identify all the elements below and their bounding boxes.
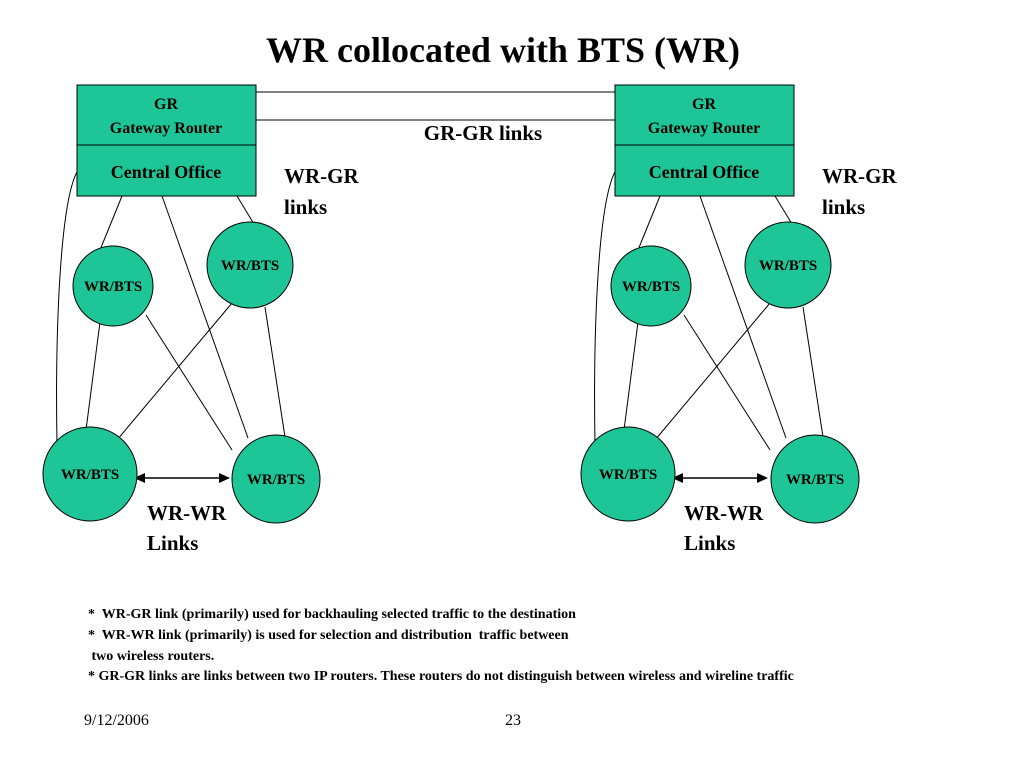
arrow-head-left <box>134 473 145 483</box>
gateway-gr-label: GR <box>154 96 178 113</box>
wr-gr-link <box>594 169 617 446</box>
wr-wr-links-label-line1: WR-WR <box>684 501 764 525</box>
slide-title: WR collocated with BTS (WR) <box>266 30 740 70</box>
wr-bts-label: WR/BTS <box>622 279 680 295</box>
wr-gr-link <box>99 195 123 251</box>
wr-gr-link <box>774 195 793 225</box>
wr-wr-links-label-line2: Links <box>684 531 735 555</box>
note-line: two wireless routers. <box>88 649 214 664</box>
wr-bts-node <box>580 426 676 522</box>
footer-page-number: 23 <box>505 712 521 729</box>
footer-date: 9/12/2006 <box>84 712 149 729</box>
wr-bts-node <box>72 245 154 327</box>
wr-gr-links-label-line2: links <box>822 195 865 219</box>
wr-bts-label: WR/BTS <box>61 467 119 483</box>
wr-gr-link <box>699 195 787 439</box>
wr-bts-node <box>206 221 294 309</box>
gateway-router-box <box>614 84 795 197</box>
wr-bts-label: WR/BTS <box>786 472 844 488</box>
notes: * WR-GR link (primarily) used for backha… <box>88 607 794 684</box>
gateway-router-label: Gateway Router <box>110 120 222 137</box>
wr-bts-label: WR/BTS <box>221 258 279 274</box>
left-cluster: GR Gateway Router Central Office WR/BTS … <box>42 84 359 555</box>
wr-wr-link <box>802 306 824 438</box>
wr-wr-link <box>116 302 233 441</box>
arrow-head-left <box>672 473 683 483</box>
gateway-router-box <box>76 84 257 197</box>
note-line: * GR-GR links are links between two IP r… <box>88 669 794 684</box>
wr-wr-link <box>85 321 101 431</box>
wr-bts-label: WR/BTS <box>599 467 657 483</box>
wr-gr-link <box>637 195 661 251</box>
arrow-head-right <box>219 473 230 483</box>
wr-bts-node <box>231 434 321 524</box>
wr-wr-link <box>654 302 771 441</box>
wr-wr-links-label-line1: WR-WR <box>147 501 227 525</box>
gateway-gr-label: GR <box>692 96 716 113</box>
central-office-label: Central Office <box>649 162 759 182</box>
wr-wr-link <box>264 306 286 438</box>
wr-gr-links-label-line1: WR-GR <box>284 164 359 188</box>
arrow-head-right <box>757 473 768 483</box>
gr-gr-links-label: GR-GR links <box>424 121 542 145</box>
wr-bts-label: WR/BTS <box>247 472 305 488</box>
wr-bts-node <box>770 434 860 524</box>
wr-gr-link <box>236 195 255 225</box>
note-line: * WR-WR link (primarily) is used for sel… <box>88 628 569 643</box>
wr-wr-link <box>623 321 639 431</box>
wr-gr-links-label-line1: WR-GR <box>822 164 897 188</box>
central-office-label: Central Office <box>111 162 221 182</box>
wr-bts-label: WR/BTS <box>84 279 142 295</box>
wr-wr-links-label-line2: Links <box>147 531 198 555</box>
wr-wr-link <box>683 314 771 451</box>
wr-bts-node <box>610 245 692 327</box>
right-cluster: GR Gateway Router Central Office WR/BTS … <box>580 84 897 555</box>
gateway-router-label: Gateway Router <box>648 120 760 137</box>
wr-wr-link <box>145 314 233 451</box>
wr-bts-node <box>42 426 138 522</box>
wr-gr-link <box>56 169 79 446</box>
wr-bts-label: WR/BTS <box>759 258 817 274</box>
wr-bts-node <box>744 221 832 309</box>
wr-gr-link <box>161 195 249 439</box>
note-line: * WR-GR link (primarily) used for backha… <box>88 607 576 622</box>
wr-gr-links-label-line2: links <box>284 195 327 219</box>
